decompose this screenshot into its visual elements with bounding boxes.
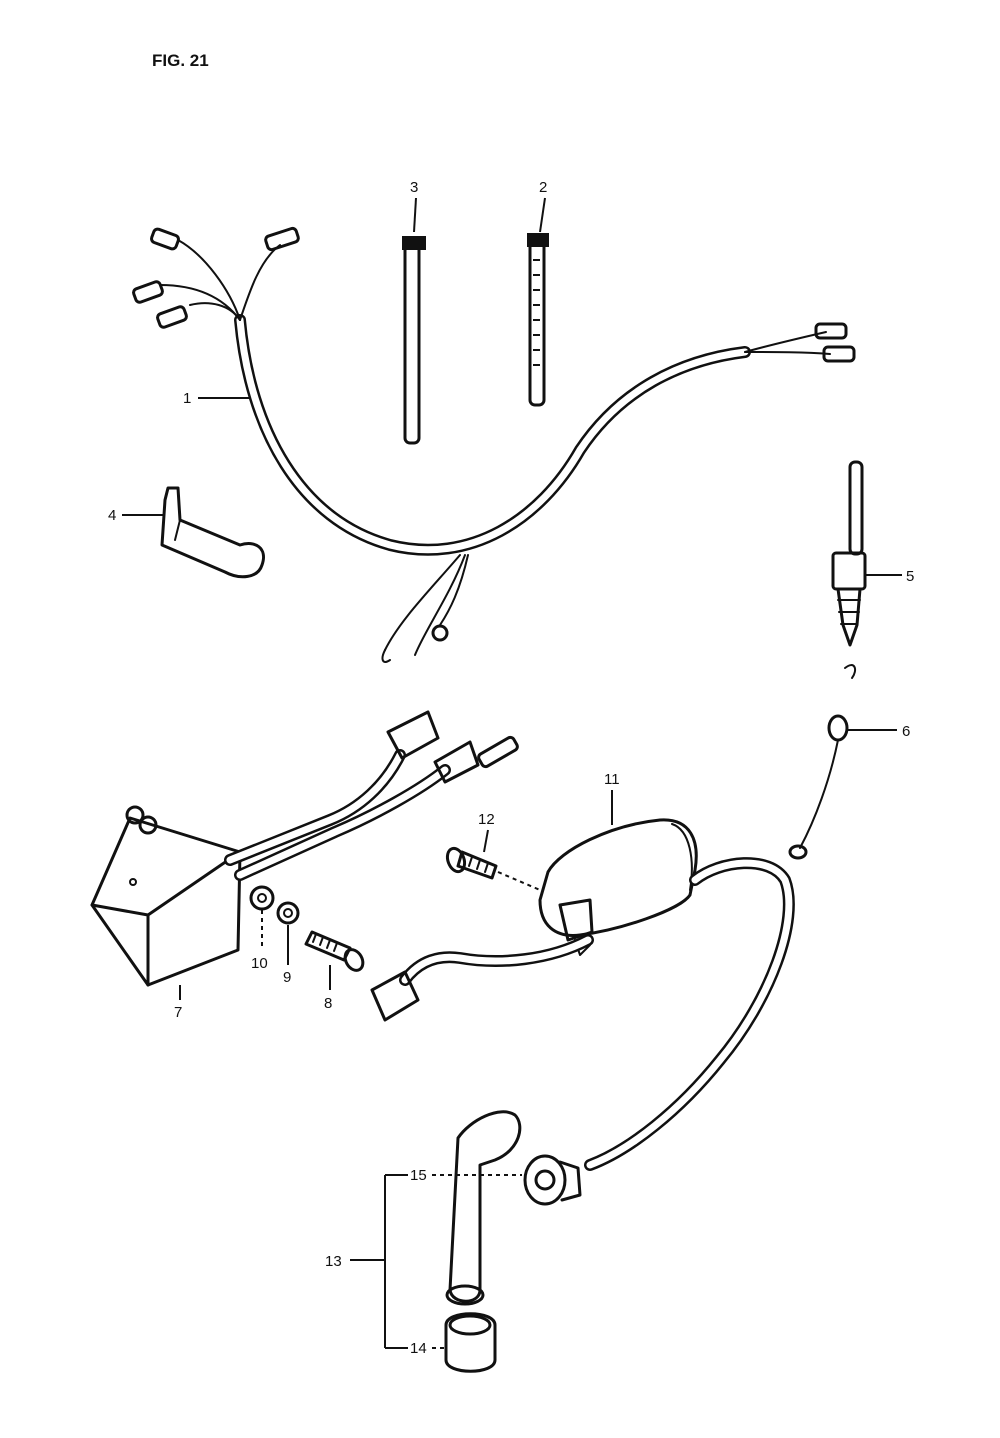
coil-bolt [445, 846, 541, 891]
neutral-switch [831, 460, 867, 647]
wire-clamp [160, 486, 265, 579]
lock-washer [276, 901, 300, 925]
spark-plug-cap [445, 1110, 522, 1306]
cap-cover [523, 1154, 582, 1206]
callout-8: 8 [324, 995, 332, 1012]
callout-4: 4 [108, 507, 116, 524]
cable-tie-long [402, 236, 426, 445]
callout-15: 15 [410, 1167, 427, 1184]
callout-14: 14 [410, 1340, 427, 1357]
cap-seal [444, 1312, 497, 1373]
bolt [304, 930, 365, 972]
callout-11: 11 [604, 771, 620, 788]
callout-13: 13 [325, 1253, 342, 1270]
callout-7: 7 [174, 1004, 182, 1021]
callout-10: 10 [251, 955, 268, 972]
cable-tie-short [527, 233, 549, 407]
callout-1: 1 [183, 390, 191, 407]
wiring-harness [132, 226, 856, 663]
flat-washer [249, 885, 275, 911]
callout-9: 9 [283, 969, 291, 986]
gasket-washer [788, 664, 857, 860]
callout-12: 12 [478, 811, 495, 828]
ignition-coil [370, 818, 795, 1171]
cdi-unit [90, 710, 519, 987]
callout-2: 2 [539, 179, 547, 196]
callout-6: 6 [902, 723, 910, 740]
figure-title: FIG. 21 [152, 51, 209, 70]
callout-3: 3 [410, 179, 418, 196]
callout-5: 5 [906, 568, 914, 585]
